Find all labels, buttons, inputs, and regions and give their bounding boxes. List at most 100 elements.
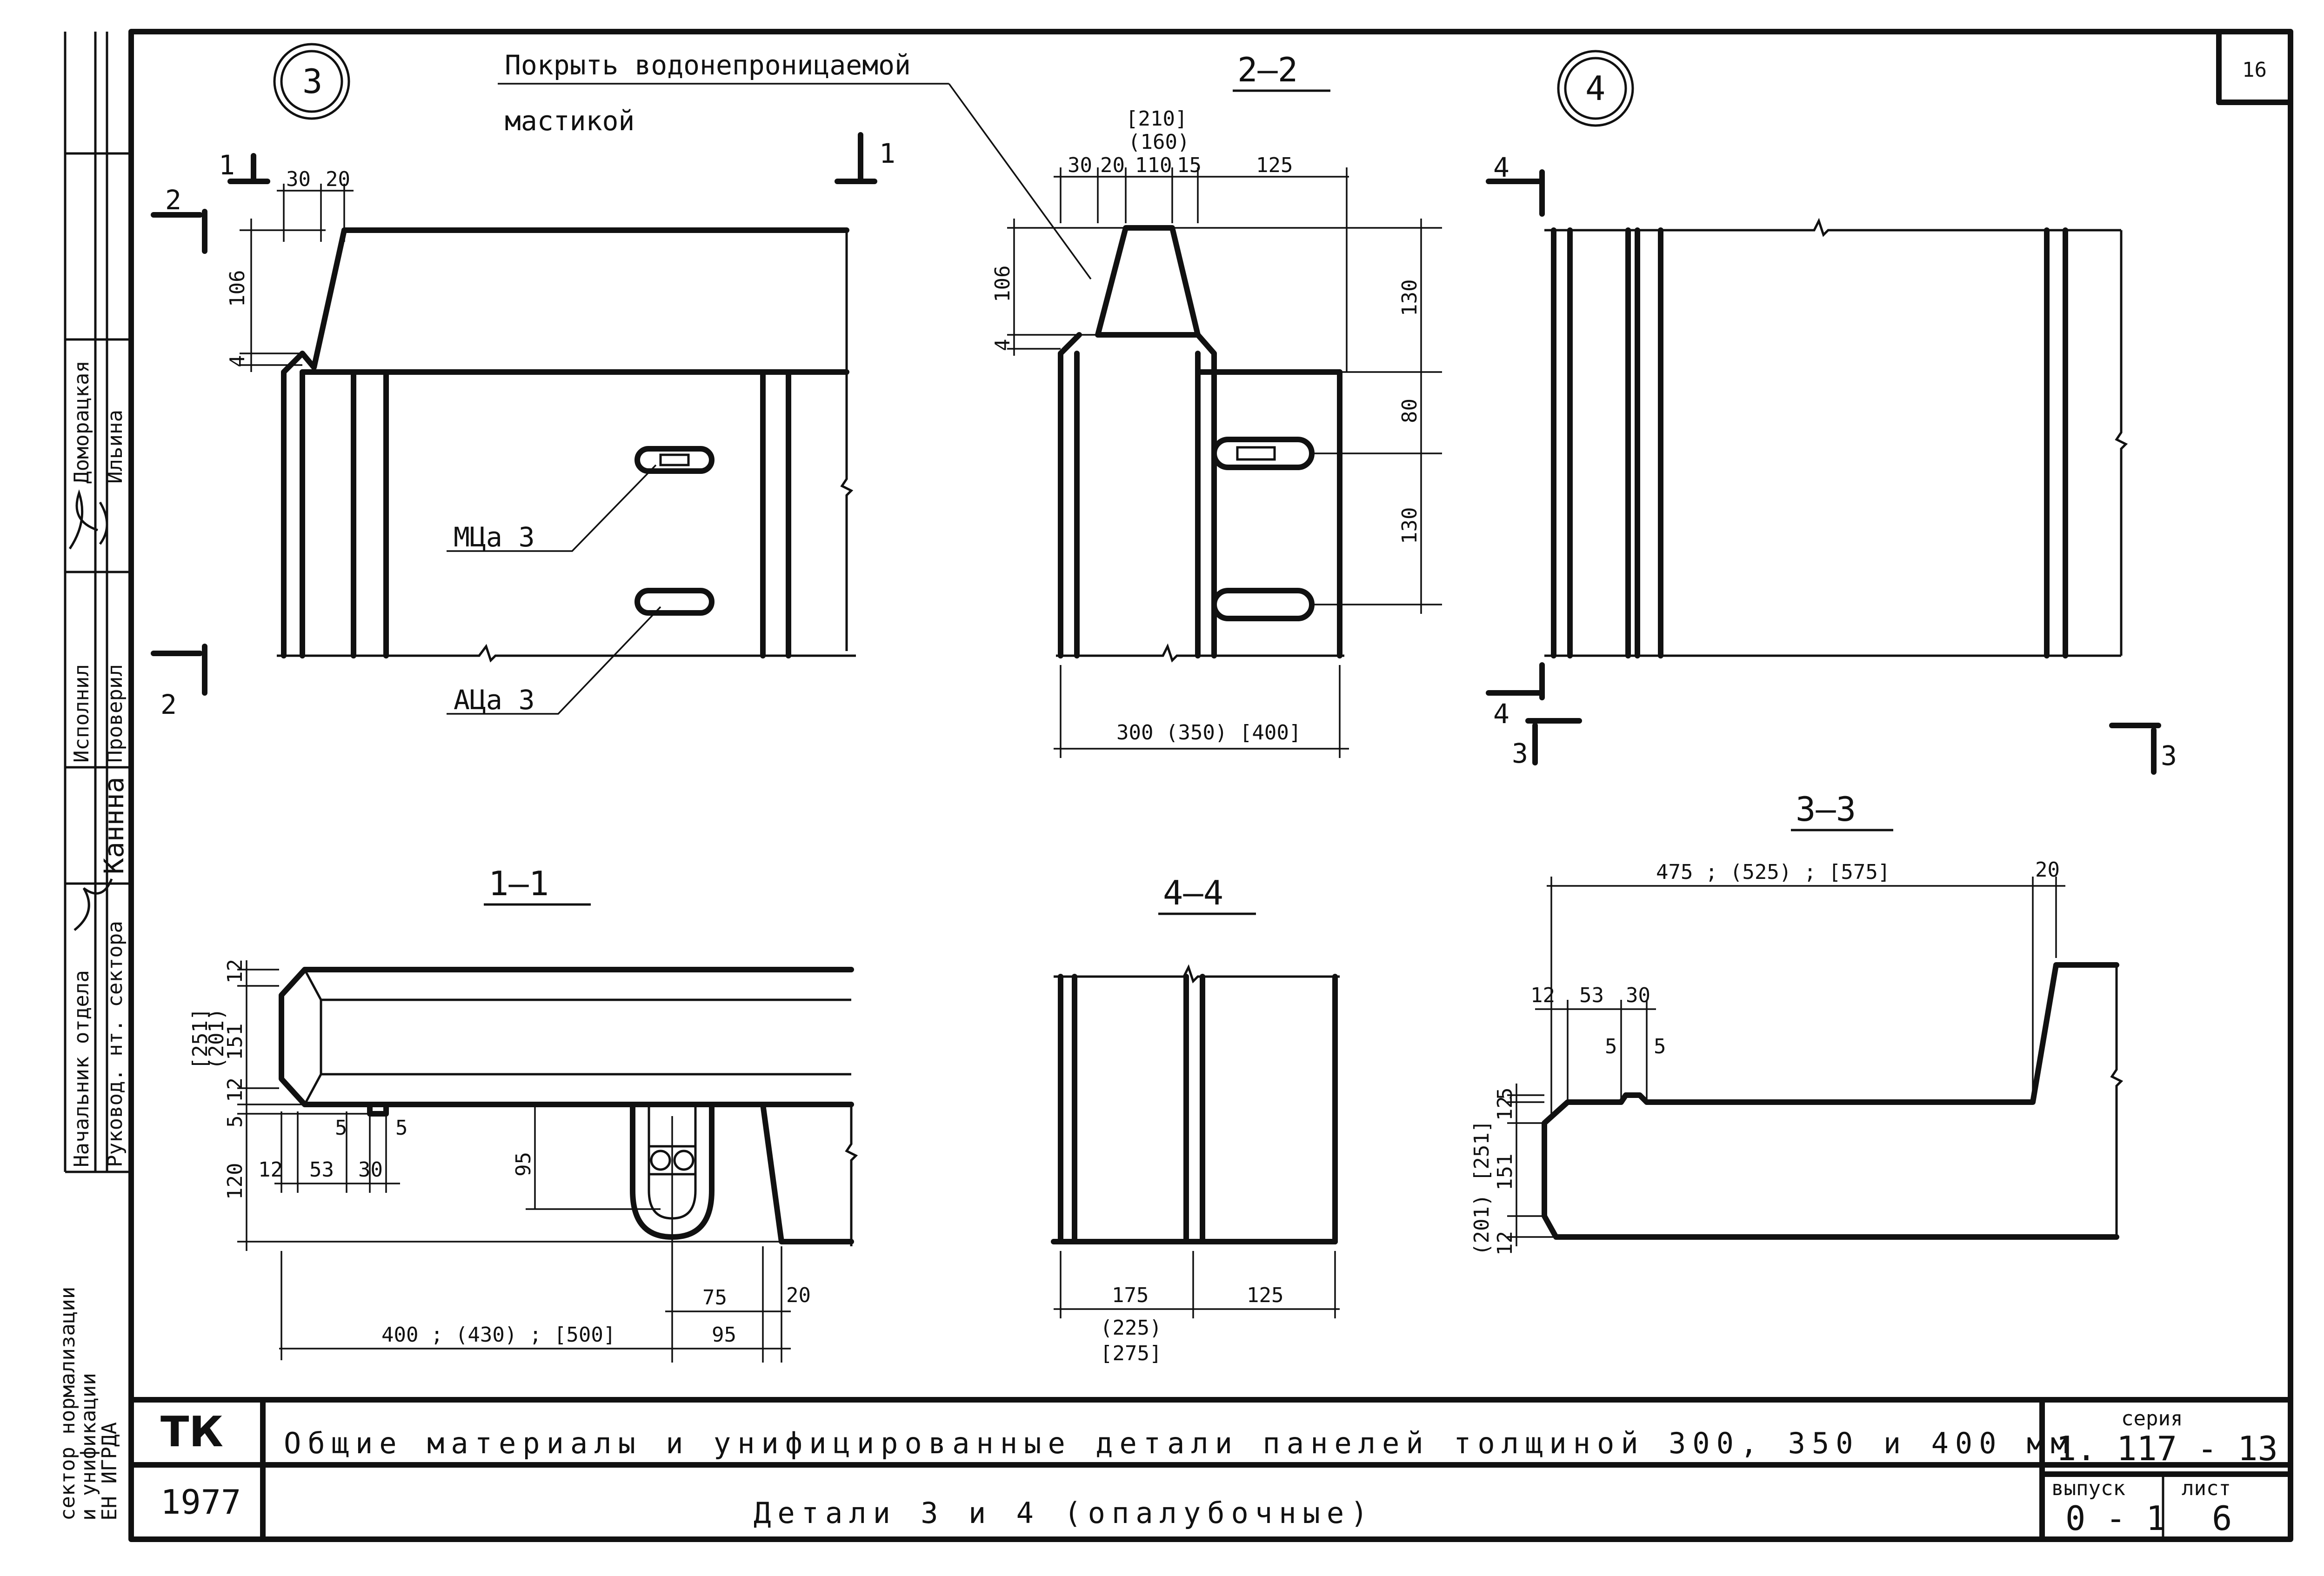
dim-s33-5c: 5 (1493, 1088, 1517, 1100)
issue-value: 0 - 1 (2065, 1499, 2166, 1538)
sheet-corner-number: 16 (2242, 58, 2267, 82)
cut-mark-2b: 2 (160, 689, 177, 720)
dim-s11-12b: 12 (223, 1077, 247, 1102)
dim-v3-30: 30 (286, 167, 311, 191)
dim-s11-120: 120 (223, 1163, 247, 1200)
dim-s33-20: 20 (2035, 858, 2060, 882)
dim-s44-225: (225) (1100, 1316, 1162, 1340)
stamp-role-checked: Проверил (103, 664, 127, 763)
sheet-value: 6 (2212, 1499, 2232, 1538)
detail-4-number: 4 (1585, 69, 1605, 108)
dim-s33-dim: (201) [251] (1470, 1120, 1494, 1256)
title-tk: ТК (160, 1408, 223, 1456)
stamp-org-line3: ЕН ИГРДА (98, 1422, 121, 1521)
series-label: серия (2121, 1407, 2183, 1430)
title-year: 1977 (160, 1483, 241, 1522)
dim-s11-75: 75 (702, 1286, 727, 1310)
dim-s22-20: 20 (1100, 153, 1125, 177)
cut-mark-2a: 2 (165, 184, 181, 216)
cut-mark-4a: 4 (1493, 152, 1509, 183)
dim-s22-15: 15 (1177, 153, 1202, 177)
section-2-2-title: 2—2 (1237, 50, 1298, 89)
dim-s33-12a: 12 (1530, 984, 1555, 1007)
cut-mark-3b: 3 (2161, 740, 2177, 771)
detail-3-number: 3 (302, 62, 322, 101)
detail-4-view: 4 4 4 3 3 (1486, 50, 2177, 775)
dim-s11-12a: 12 (223, 959, 247, 984)
dim-s33-53: 53 (1579, 984, 1604, 1007)
anchor-slot-aca (634, 588, 715, 616)
dim-s22-4: 4 (991, 339, 1015, 352)
stamp-role-head: Начальник отдела (70, 970, 93, 1167)
mark-aca: АЦа 3 (454, 684, 535, 716)
mark-mca: МЦа 3 (454, 521, 535, 553)
stamp-name-lead: Каннна (98, 777, 130, 874)
section-4-4: 4—4 175 125 (225) [275] (1051, 873, 1340, 1365)
dim-s33-12b: 12 (1493, 1096, 1517, 1121)
dim-v3-20: 20 (326, 167, 350, 191)
series-value: 1. 117 - 13 (2056, 1429, 2278, 1468)
left-stamp: Начальник отдела Руковод. нт. сектора Ка… (56, 32, 131, 1521)
issue-label: выпуск (2051, 1476, 2125, 1500)
dim-s11-95b: 95 (712, 1323, 736, 1347)
dim-s11-len: 400 ; (430) ; [500] (381, 1323, 615, 1347)
dim-s33-len: 475 ; (525) ; [575] (1656, 860, 1890, 884)
dim-s22-130a: 130 (1398, 279, 1422, 316)
dim-s11-30: 30 (358, 1158, 383, 1182)
title-sub: Детали 3 и 4 (опалубочные) (754, 1496, 1375, 1530)
stamp-role-lead: Руковод. нт. сектора (103, 921, 127, 1167)
signature-1 (68, 489, 108, 550)
dim-s11-53: 53 (309, 1158, 334, 1182)
section-2-2: 2—2 [210] (160) 30 20 110 15 125 106 4 (991, 50, 1442, 758)
section-3-3: 3—3 475 ; (525) ; [575] 20 12 53 30 5 5 … (1470, 790, 2124, 1256)
dim-s11-5a: 5 (335, 1116, 347, 1140)
dim-s22-106: 106 (991, 266, 1015, 302)
dim-s44-175: 175 (1112, 1283, 1149, 1307)
dim-s22-110: 110 (1135, 153, 1172, 177)
dim-s22-80: 80 (1398, 399, 1422, 423)
coating-line1: Покрыть водонепроницаемой (505, 49, 911, 81)
stamp-org-line1: сектор нормализации (56, 1287, 80, 1521)
sheet-frame: 16 (128, 29, 2293, 1542)
section-1-1-title: 1—1 (488, 864, 549, 903)
section-1-1: 1—1 12 [251] (201) 151 12 5 120 (188, 864, 858, 1363)
dim-s22-160: (160) (1128, 130, 1189, 154)
section-3-3-title: 3—3 (1796, 790, 1856, 829)
detail-3-view: 3 МЦа 3 АЦа 3 106 4 30 20 (151, 43, 895, 720)
dim-s11-201: (201) (205, 1008, 228, 1070)
dim-s33-5a: 5 (1605, 1035, 1617, 1058)
title-block: ТК 1977 Общие материалы и унифицированны… (128, 1397, 2293, 1542)
cut-mark-3a: 3 (1512, 738, 1528, 769)
dim-v3-106: 106 (226, 270, 249, 307)
dim-s11-151: 151 (223, 1024, 247, 1060)
dim-s11-12c: 12 (258, 1158, 283, 1182)
dim-s11-5b: 5 (395, 1116, 408, 1140)
coating-line2: мастикой (505, 105, 634, 137)
dim-s22-125: 125 (1256, 153, 1293, 177)
dim-s11-95a: 95 (512, 1152, 535, 1177)
section-4-4-title: 4—4 (1163, 873, 1223, 912)
dim-v3-4: 4 (226, 355, 249, 368)
cut-mark-1b: 1 (879, 138, 895, 169)
dim-s33-151: 151 (1493, 1154, 1517, 1190)
stamp-name-executed: Доморацкая (70, 360, 93, 484)
dim-s33-5b: 5 (1654, 1035, 1666, 1058)
cut-mark-1a: 1 (219, 149, 235, 181)
coating-callout: Покрыть водонепроницаемой мастикой (498, 49, 1092, 280)
dim-s11-251: [251] (188, 1008, 212, 1070)
sheet-label: лист (2182, 1476, 2231, 1500)
title-main: Общие материалы и унифицированные детали… (284, 1426, 2075, 1460)
dim-s11-20: 20 (786, 1283, 811, 1307)
stamp-org-line2: и унификации (77, 1373, 100, 1521)
dim-s44-125: 125 (1247, 1283, 1283, 1307)
dim-s22-130b: 130 (1398, 507, 1422, 544)
dim-s11-5: 5 (223, 1116, 247, 1128)
dim-s33-30: 30 (1626, 984, 1650, 1007)
dim-s22-width: 300 (350) [400] (1116, 721, 1301, 745)
signature-2 (73, 878, 113, 931)
dim-s22-30: 30 (1068, 153, 1092, 177)
dim-s44-275: [275] (1100, 1342, 1162, 1365)
anchor-slot-mca (634, 446, 715, 474)
cut-mark-4b: 4 (1493, 698, 1509, 730)
